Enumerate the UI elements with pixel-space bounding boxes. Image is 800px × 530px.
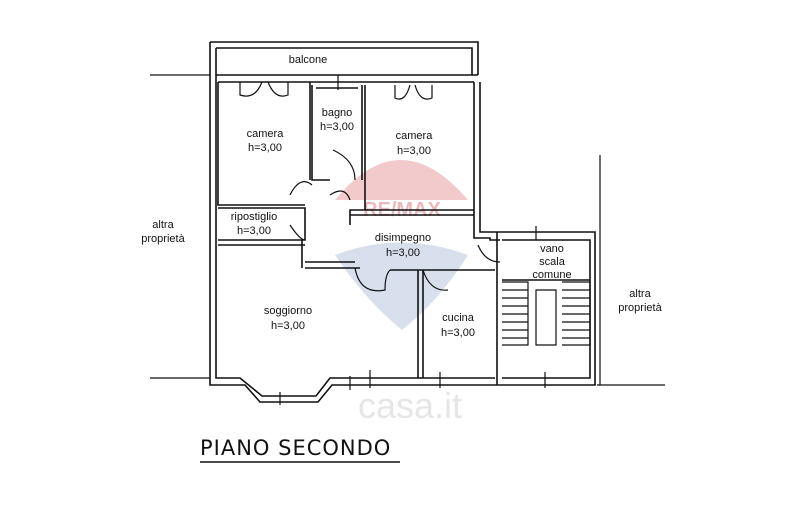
room-bagno-height: h=3,00: [320, 121, 354, 133]
room-cucina-height: h=3,00: [441, 327, 475, 339]
neighbor-right-line1: altra: [629, 288, 651, 300]
room-bagno-name: bagno: [322, 107, 353, 119]
remax-watermark: RE/MAX: [335, 160, 468, 330]
room-vano-line3: comune: [532, 269, 571, 281]
room-disimpegno-height: h=3,00: [386, 247, 420, 259]
room-soggiorno-name: soggiorno: [264, 305, 312, 317]
neighbor-right-line2: proprietà: [618, 302, 662, 314]
room-soggiorno-height: h=3,00: [271, 320, 305, 332]
room-cucina-name: cucina: [442, 312, 475, 324]
neighbor-left-line2: proprietà: [141, 233, 185, 245]
walls: [150, 41, 665, 405]
neighbor-left-line1: altra: [152, 219, 174, 231]
room-balcone: balcone: [289, 54, 328, 66]
room-camera-left-height: h=3,00: [248, 142, 282, 154]
room-ripostiglio-height: h=3,00: [237, 225, 271, 237]
plan-title: PIANO SECONDO: [200, 436, 391, 460]
room-disimpegno-name: disimpegno: [375, 232, 431, 244]
room-vano-line1: vano: [540, 243, 564, 255]
room-camera-right-height: h=3,00: [397, 145, 431, 157]
room-camera-right-name: camera: [396, 130, 434, 142]
room-ripostiglio-name: ripostiglio: [231, 211, 277, 223]
casa-watermark: casa.it: [358, 385, 462, 426]
room-camera-left-name: camera: [247, 128, 285, 140]
room-vano-line2: scala: [539, 256, 566, 268]
